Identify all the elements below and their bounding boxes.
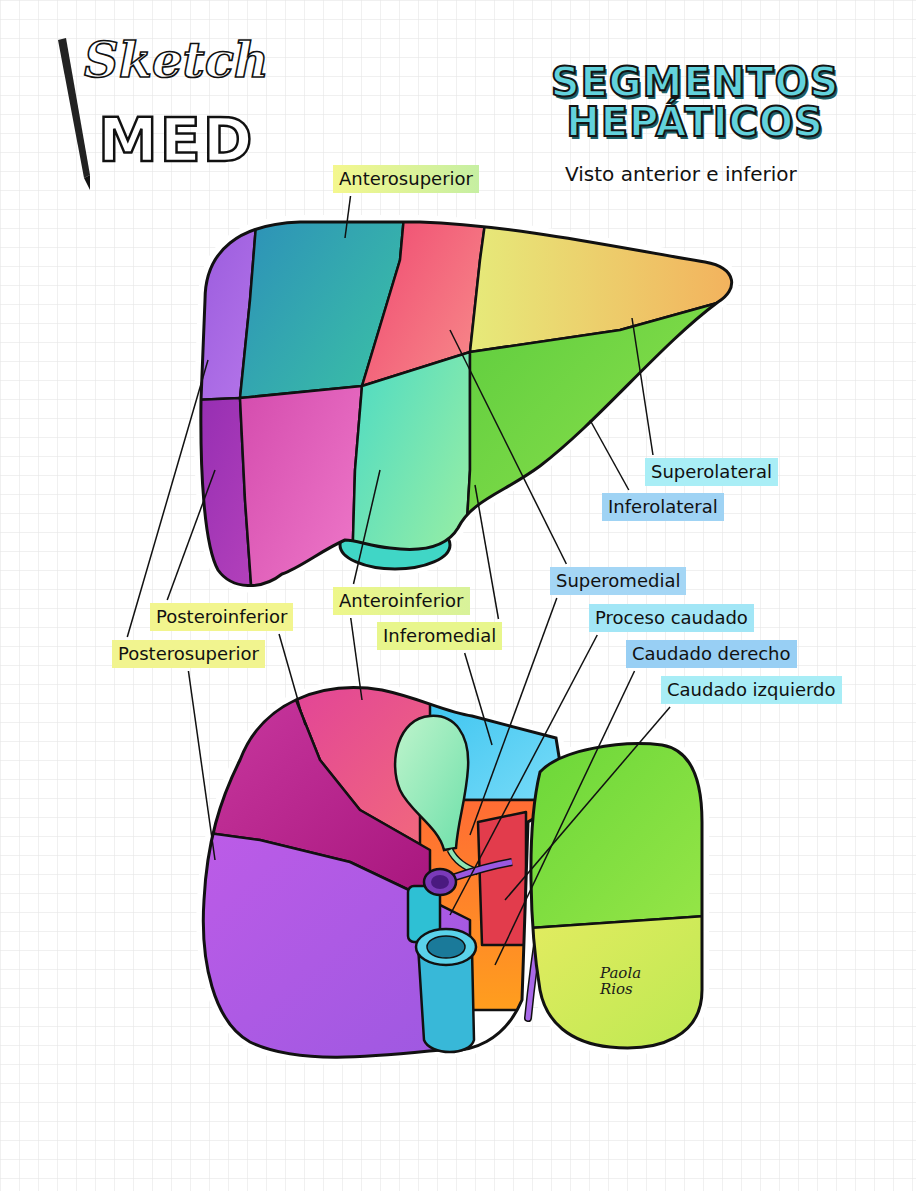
vena-cava-lumen xyxy=(427,936,465,958)
logo-text: Sketch xyxy=(84,34,269,87)
leader-line xyxy=(495,671,635,965)
segment-label: Anteroinferior xyxy=(339,590,464,612)
logo-pen-nib xyxy=(84,175,90,190)
leader-line xyxy=(475,485,498,619)
logo-text: MED xyxy=(98,110,255,170)
portal-branch xyxy=(452,862,512,878)
segment-label: Anterosuperior xyxy=(339,168,473,190)
leader-line xyxy=(505,707,670,900)
segment-label: Posterosuperior xyxy=(118,643,259,665)
segment-label-box: Caudado derecho xyxy=(626,640,797,668)
leader-line xyxy=(279,634,305,725)
liver-segment xyxy=(460,280,800,640)
signature: Paola Rios xyxy=(600,966,658,998)
segment-label-box: Caudado izquierdo xyxy=(661,676,842,704)
segment-label: Inferomedial xyxy=(383,625,496,647)
leader-line xyxy=(450,330,566,564)
vena-cava-opening xyxy=(416,929,476,965)
portal-vein xyxy=(424,869,456,895)
segment-label-box: Proceso caudado xyxy=(589,604,754,632)
subtitle: Visto anterior e inferior xyxy=(565,162,797,186)
leader-line xyxy=(167,470,215,600)
gallbladder xyxy=(395,716,468,850)
liver-segment xyxy=(478,812,526,945)
leader-line xyxy=(188,671,215,860)
leader-line xyxy=(127,360,208,637)
page-title: SEGMENTOS HEPÁTICOS xyxy=(525,62,865,142)
leader-line xyxy=(590,420,629,490)
segment-label-box: Anteroinferior xyxy=(333,587,470,615)
leader-line xyxy=(351,618,362,700)
segment-label-box: Posterosuperior xyxy=(112,640,265,668)
liver-outline xyxy=(201,222,732,586)
leader-line xyxy=(353,470,380,584)
lobe-outline xyxy=(531,744,702,1048)
segment-label-box: Inferomedial xyxy=(377,622,502,650)
segment-label-box: Anterosuperior xyxy=(333,165,479,193)
segment-label: Posteroinferior xyxy=(156,606,287,628)
segment-label-box: Posteroinferior xyxy=(150,603,293,631)
leader-line xyxy=(450,635,597,915)
segment-label: Superolateral xyxy=(651,461,772,483)
segment-label: Caudado izquierdo xyxy=(667,679,836,701)
leader-line xyxy=(345,196,351,238)
segment-label: Superomedial xyxy=(556,570,680,592)
portal-vein-lumen xyxy=(431,875,449,889)
liver-outline xyxy=(203,688,566,1058)
segment-label: Proceso caudado xyxy=(595,607,748,629)
segment-label-box: Inferolateral xyxy=(602,493,724,521)
leader-line xyxy=(632,318,653,455)
leader-line xyxy=(465,653,492,745)
segment-label: Caudado derecho xyxy=(632,643,791,665)
portal-branch xyxy=(452,862,512,878)
segment-label-box: Superolateral xyxy=(645,458,778,486)
segment-label-box: Superomedial xyxy=(550,567,686,595)
segment-label: Inferolateral xyxy=(608,496,718,518)
